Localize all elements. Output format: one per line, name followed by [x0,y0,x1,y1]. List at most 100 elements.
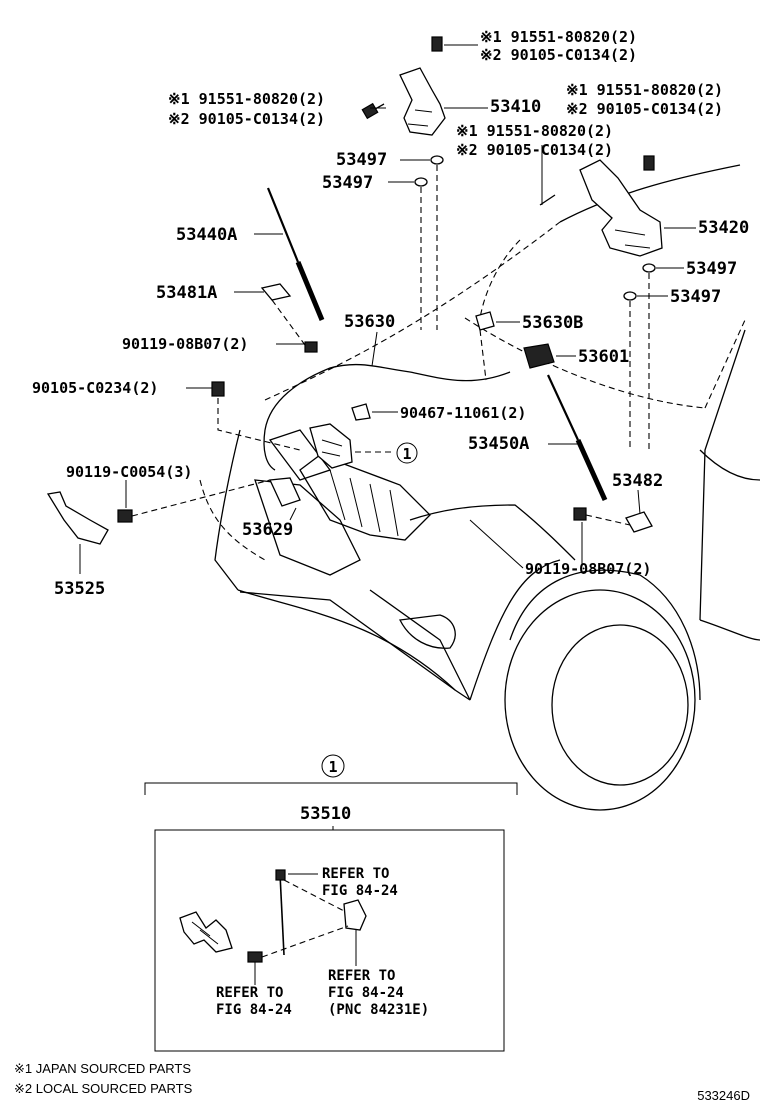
bolt-53420-top-icon [643,155,655,171]
strut-53450a [547,374,653,533]
group-marker-top-circle [321,754,345,778]
radiator-support [268,429,332,481]
guide-53630b [479,329,487,381]
hinge-53420-body [579,159,663,257]
hood-rear-edge [704,319,746,409]
legend: ※1 JAPAN SOURCED PARTS ※2 LOCAL SOURCED … [14,1061,750,1103]
label-53410: 53410 [490,97,541,117]
grille-slats [329,469,399,537]
leader-9011908b07-right-b [469,519,524,569]
label-53497-a: 53497 [336,150,387,170]
hinge-53410 [361,36,446,330]
label-53450a: 53450A [468,434,529,454]
bracket-53525 [46,491,109,545]
fog-lamp [399,614,456,649]
bracket-53482 [625,511,653,533]
leader-lines [79,44,696,574]
bumper-left-edge [214,429,241,591]
cushion-53497-a [430,155,444,165]
strut-53440a [260,187,325,353]
leader-53629 [289,507,297,521]
label-bolt-right-2: ※2 90105-C0134(2) [566,100,723,118]
leader-53482 [637,489,641,515]
legend-note-2: ※2 LOCAL SOURCED PARTS [14,1081,193,1096]
guide-53482 [585,514,631,526]
hinge-53410-detail [407,109,433,127]
group-marker-circle [396,442,418,464]
bumper-bottom [237,589,471,701]
grille [299,454,431,541]
lever-53601 [523,343,555,369]
label-bolt-mid-2: ※2 90105-C0134(2) [456,141,613,159]
label-53482: 53482 [612,471,663,491]
cushion-53497-d [623,291,637,301]
label-90105c0234: 90105-C0234(2) [32,379,158,397]
bolt-53410-left-head [361,102,379,120]
bolt-sub-icon [247,951,263,963]
hood-lock-body [309,423,353,469]
strut-53440a-rod [266,187,300,263]
cushion-53497-c [642,263,656,273]
label-53481a: 53481A [156,283,217,303]
label-53510: 53510 [300,804,351,824]
subassembly-53510: 1 53510 REFER TO FIG 84-24 REFER TO FIG … [144,754,518,1052]
legend-note-1: ※1 JAPAN SOURCED PARTS [14,1061,191,1076]
bumper-right [469,559,561,701]
label-90119c0054: 90119-C0054(3) [66,463,192,481]
label-refer3-a: REFER TO [328,968,395,984]
label-bolt-left-2: ※2 90105-C0134(2) [168,110,325,128]
hood-panel-line [479,239,521,319]
wheel-arch [509,569,701,701]
leader-53630 [371,331,378,367]
clamp-53630b [475,311,495,331]
lower-parts [46,477,301,545]
guide-bolt-clip [261,925,349,958]
label-refer2-b: FIG 84-24 [216,1002,292,1018]
hinge-53410-body [399,67,446,136]
guide-53481a [271,299,306,346]
label-53440a: 53440A [176,225,237,245]
bolt-90119c0054-icon [117,509,133,523]
label-9011908b07-left: 90119-08B07(2) [122,335,248,353]
guide-rod-clip [283,879,347,913]
headlamp-right [409,504,576,561]
label-bolt-top-1: ※1 91551-80820(2) [480,28,637,46]
label-refer2-a: REFER TO [216,985,283,1001]
headlamp-left [254,479,361,576]
rod-head-icon [275,869,286,881]
label-bolt-right-1: ※1 91551-80820(2) [566,81,723,99]
label-refer1-b: FIG 84-24 [322,883,398,899]
bolt-90105c0234-icon [211,381,225,397]
label-90467: 90467-11061(2) [400,404,526,422]
bolt-53410-top-icon [431,36,443,52]
group-bracket [144,782,518,795]
cowl-line [559,164,741,223]
rocker [699,619,760,641]
guide-90119c0054 [131,479,271,517]
label-53629: 53629 [242,520,293,540]
front-rim [551,624,689,786]
bolt-9011908b07-right-icon [573,507,587,521]
hood-front-edge [264,221,561,401]
label-9011908b07-right: 90119-08B07(2) [525,560,651,578]
fender-top [699,449,760,481]
clip-icon [343,899,367,931]
hood-lock-detail [321,439,343,457]
hinge-53420 [539,155,663,450]
cushion-53497-b [414,177,428,187]
label-refer3-c: (PNC 84231E) [328,1002,429,1018]
cable-53630-end [263,429,276,471]
callout-labels: ※1 91551-80820(2) ※2 90105-C0134(2) ※1 9… [32,28,749,599]
cable-53630 [263,311,555,471]
label-53497-d: 53497 [670,287,721,307]
cable-53630-path [264,363,511,431]
rod-icon [279,873,285,956]
label-refer1-a: REFER TO [322,866,389,882]
strut-53440a-cylinder [295,261,325,321]
label-refer3-b: FIG 84-24 [328,985,404,1001]
label-bolt-top-2: ※2 90105-C0134(2) [480,46,637,64]
lower-bumper-line [239,591,456,691]
group-marker-top-label: 1 [328,758,337,776]
